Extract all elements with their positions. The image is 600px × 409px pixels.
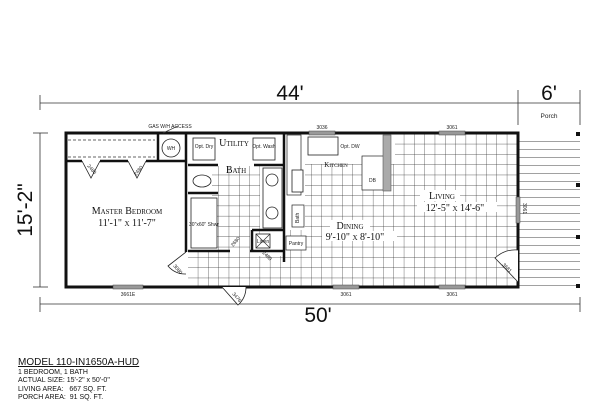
- svg-text:Pantry: Pantry: [289, 241, 304, 247]
- porch-door[interactable]: [494, 249, 519, 283]
- porch-label: Porch: [541, 113, 558, 120]
- window-bottom-1: [332, 284, 360, 290]
- pantry: [285, 235, 307, 251]
- closet-door-2-label: 2480: [133, 165, 145, 178]
- window-bottom-2: [438, 284, 466, 290]
- range: [291, 169, 304, 193]
- interior-walls: [66, 133, 520, 262]
- svg-text:3061: 3061: [446, 292, 457, 298]
- porch-length-dim: 6': [541, 82, 557, 105]
- svg-text:Living: Living: [429, 191, 455, 202]
- room-master-bedroom: Master Bedroom 11'-1" x 11'-7": [92, 206, 163, 229]
- svg-text:3061: 3061: [446, 125, 457, 131]
- svg-text:Linen: Linen: [257, 239, 269, 245]
- entry-door[interactable]: [221, 286, 247, 306]
- dryer: [192, 137, 216, 161]
- svg-text:9'-10" x 8'-10": 9'-10" x 8'-10": [326, 232, 384, 243]
- closet-door-2[interactable]: [127, 160, 147, 179]
- svg-text:3061: 3061: [340, 292, 351, 298]
- model-line: 1 BEDROOM, 1 BATH: [18, 369, 88, 376]
- entry-door-label: 3476: [230, 291, 242, 304]
- porch-deck: [519, 134, 580, 286]
- window-living-right: [515, 196, 521, 224]
- model-line: LIVING AREA: 667 SQ. FT.: [18, 385, 107, 393]
- width-dim: 15'-2": [14, 183, 37, 237]
- model-line: PORCH AREA: 91 SQ. FT.: [18, 393, 104, 401]
- water-heater: [161, 138, 181, 158]
- svg-text:30"x60" Shwr: 30"x60" Shwr: [189, 222, 219, 228]
- utility-label: Utility: [219, 138, 249, 149]
- bath-cabinet: [291, 204, 305, 228]
- room-living: Living 12'-5" x 14'-6": [417, 190, 497, 214]
- model-info: MODEL 110-IN1650A-HUD 1 BEDROOM, 1 BATH …: [18, 357, 139, 402]
- svg-text:DB: DB: [369, 178, 377, 184]
- svg-text:11'-1" x 11'-7": 11'-1" x 11'-7": [98, 218, 156, 229]
- island: [361, 155, 385, 191]
- svg-text:12'-5" x 14'-6": 12'-5" x 14'-6": [426, 203, 484, 214]
- washer: [252, 137, 276, 161]
- bath-label: Bath: [226, 165, 246, 176]
- room-dining: Dining 9'-10" x 8'-10": [322, 220, 397, 243]
- svg-text:Opt. DW: Opt. DW: [340, 144, 359, 150]
- shower: [190, 197, 218, 249]
- svg-text:Master Bedroom: Master Bedroom: [92, 206, 163, 217]
- bar-counter: [382, 134, 392, 192]
- closet-door-1-label: 2480: [85, 163, 97, 176]
- svg-text:Opt. Wash: Opt. Wash: [252, 144, 276, 150]
- total-length-dim: 50': [304, 304, 331, 327]
- dimension-lines: [33, 90, 581, 312]
- window-bedroom: [112, 284, 144, 290]
- toilet: [192, 174, 212, 188]
- closet-door-1[interactable]: [81, 160, 101, 179]
- bedroom-door[interactable]: [167, 251, 187, 275]
- wh-label: WH: [167, 146, 176, 152]
- svg-text:3061: 3061: [521, 203, 527, 214]
- bed-door-label: 3080: [171, 263, 183, 276]
- bath-door-label: 2680: [230, 236, 242, 249]
- model-title: MODEL 110-IN1650A-HUD: [18, 357, 140, 368]
- window-living-top: [438, 130, 466, 136]
- kitchen-sink: [307, 136, 339, 156]
- svg-text:Bath: Bath: [295, 212, 301, 223]
- svg-text:3661E: 3661E: [121, 292, 136, 298]
- overall-length-dim: 44': [276, 82, 303, 105]
- model-line: ACTUAL SIZE: 15'-2" x 50'-0": [18, 377, 110, 385]
- svg-text:Dining: Dining: [336, 221, 363, 232]
- kitchen-label: Kitchen: [324, 161, 348, 169]
- window-kitchen: [308, 130, 336, 136]
- svg-text:Opt. Dry: Opt. Dry: [195, 144, 214, 150]
- gas-access-label: GAS W/H ACCESS: [148, 124, 192, 130]
- svg-text:3036: 3036: [316, 125, 327, 131]
